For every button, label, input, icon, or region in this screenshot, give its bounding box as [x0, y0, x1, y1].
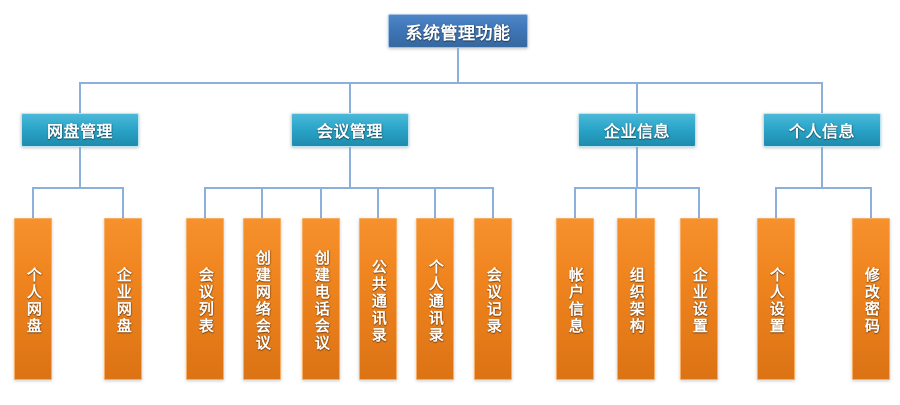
- connector-leaf-stem-1-4: [434, 187, 436, 218]
- leaf-node-1-2: 创建电话会议: [302, 218, 340, 380]
- leaf-node-label: 会议列表: [196, 267, 215, 335]
- branch-node-label: 会议管理: [316, 122, 383, 141]
- leaf-node-label: 会议记录: [484, 267, 503, 335]
- connector-root-stem: [457, 48, 459, 82]
- leaf-node-label: 企业设置: [690, 267, 709, 335]
- leaf-node-1-4: 个人通讯录: [416, 218, 454, 380]
- branch-node-label: 网盘管理: [46, 122, 113, 141]
- connector-leaf-stem-2-2: [698, 187, 700, 218]
- connector-leaf-stem-1-3: [377, 187, 379, 218]
- connector-leaf-bus-0: [33, 187, 123, 189]
- connector-leaf-bus-2: [575, 187, 699, 189]
- connector-leaf-stem-2-1: [635, 187, 637, 218]
- leaf-node-3-0: 个人设置: [757, 218, 795, 380]
- connector-leaf-stem-0-0: [32, 187, 34, 218]
- leaf-node-0-1: 企业网盘: [104, 218, 142, 380]
- connector-leaf-stem-1-5: [492, 187, 494, 218]
- leaf-node-1-1: 创建网络会议: [243, 218, 281, 380]
- branch-node-2: 企业信息: [578, 113, 696, 147]
- leaf-node-label: 帐户信息: [566, 267, 585, 335]
- branch-node-0: 网盘管理: [21, 113, 139, 147]
- connector-branch-stem-2: [636, 82, 638, 113]
- leaf-node-1-3: 公共通讯录: [359, 218, 397, 380]
- leaf-node-label: 个人通讯录: [426, 258, 445, 344]
- branch-node-1: 会议管理: [291, 113, 409, 147]
- leaf-node-label: 个人设置: [767, 267, 786, 335]
- connector-root-bus: [80, 82, 822, 84]
- connector-leaf-stem-3-1: [870, 187, 872, 218]
- connector-leaf-bus-1: [205, 187, 493, 189]
- root-node: 系统管理功能: [388, 14, 528, 48]
- leaf-node-label: 公共通讯录: [369, 258, 388, 344]
- connector-leaf-stem-1-0: [204, 187, 206, 218]
- connector-leaf-stem-3-0: [775, 187, 777, 218]
- leaf-node-2-1: 组织架构: [617, 218, 655, 380]
- connector-branch-drop-0: [79, 147, 81, 187]
- connector-branch-drop-3: [821, 147, 823, 187]
- branch-node-3: 个人信息: [763, 113, 881, 147]
- connector-leaf-bus-3: [776, 187, 871, 189]
- connector-leaf-stem-0-1: [122, 187, 124, 218]
- connector-branch-drop-2: [636, 147, 638, 187]
- leaf-node-label: 个人网盘: [24, 267, 43, 335]
- branch-node-label: 企业信息: [603, 122, 670, 141]
- connector-leaf-stem-2-0: [574, 187, 576, 218]
- leaf-node-1-0: 会议列表: [186, 218, 224, 380]
- connector-leaf-stem-1-2: [320, 187, 322, 218]
- connector-branch-stem-1: [349, 82, 351, 113]
- leaf-node-2-0: 帐户信息: [556, 218, 594, 380]
- leaf-node-label: 修改密码: [862, 267, 881, 335]
- leaf-node-label: 企业网盘: [114, 267, 133, 335]
- connector-leaf-stem-1-1: [261, 187, 263, 218]
- connector-branch-drop-1: [349, 147, 351, 187]
- connector-branch-stem-3: [821, 82, 823, 113]
- leaf-node-label: 创建电话会议: [312, 250, 331, 352]
- leaf-node-1-5: 会议记录: [474, 218, 512, 380]
- leaf-node-2-2: 企业设置: [680, 218, 718, 380]
- branch-node-label: 个人信息: [788, 122, 855, 141]
- connector-branch-stem-0: [79, 82, 81, 113]
- leaf-node-label: 创建网络会议: [253, 250, 272, 352]
- leaf-node-label: 组织架构: [627, 267, 646, 335]
- leaf-node-0-0: 个人网盘: [14, 218, 52, 380]
- leaf-node-3-1: 修改密码: [852, 218, 890, 380]
- root-node-label: 系统管理功能: [405, 23, 511, 44]
